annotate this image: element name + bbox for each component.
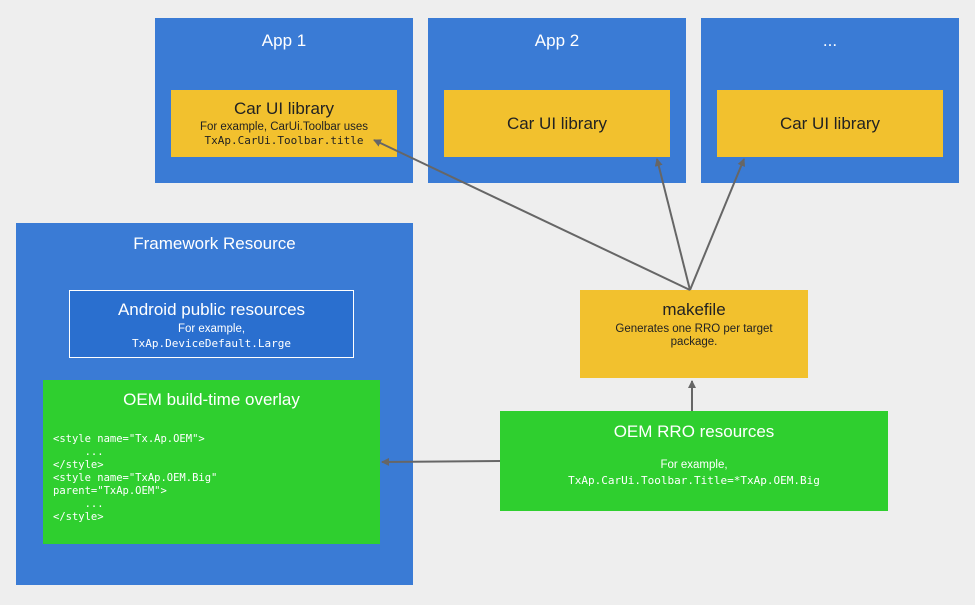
code-line: </style> [53, 511, 104, 523]
car-ui-library-label: Car UI library [233, 99, 335, 118]
makefile-title: makefile [662, 300, 726, 319]
app-1-title: App 1 [261, 31, 307, 50]
car-ui-library-label: Car UI library [779, 114, 881, 133]
code-line: ... [53, 446, 104, 458]
car-ui-example-text: For example, CarUi.Toolbar uses [199, 121, 369, 133]
oem-rro-resources-box: OEM RRO resources For example, TxAp.CarU… [500, 411, 888, 511]
oem-overlay-code: <style name="Tx.Ap.OEM"> ... </style> <s… [53, 433, 217, 524]
android-public-resources-title: Android public resources [117, 300, 306, 319]
app-more-box: ... Car UI library [701, 18, 959, 183]
code-line: ... [53, 498, 104, 510]
makefile-description-line-2: package. [670, 336, 718, 348]
app-1-box: App 1 Car UI library For example, CarUi.… [155, 18, 413, 183]
oem-build-time-overlay-box: OEM build-time overlay <style name="Tx.A… [43, 380, 380, 544]
car-ui-library-app-more: Car UI library [717, 90, 943, 157]
makefile-description-line-1: Generates one RRO per target [615, 323, 773, 335]
oem-build-time-overlay-title: OEM build-time overlay [123, 390, 300, 409]
car-ui-library-app-1: Car UI library For example, CarUi.Toolba… [171, 90, 397, 157]
oem-rro-resources-title: OEM RRO resources [613, 422, 775, 441]
car-ui-library-app-2: Car UI library [444, 90, 670, 157]
code-line: <style name="TxAp.OEM.Big" [53, 472, 218, 484]
code-line: <style name="Tx.Ap.OEM"> [53, 433, 205, 445]
car-ui-library-label: Car UI library [506, 114, 608, 133]
app-more-title: ... [822, 31, 838, 50]
car-ui-example-code: TxAp.CarUi.Toolbar.title [204, 134, 364, 147]
oem-rro-example-code: TxAp.CarUi.Toolbar.Title=*TxAp.OEM.Big [568, 474, 820, 487]
android-public-resources-box: Android public resources For example, Tx… [69, 290, 354, 358]
android-public-example-code: TxAp.DeviceDefault.Large [132, 337, 291, 350]
oem-rro-example-text: For example, [660, 459, 728, 471]
android-public-example-text: For example, [177, 323, 246, 335]
code-line: parent="TxAp.OEM"> [53, 485, 167, 497]
makefile-box: makefile Generates one RRO per target pa… [580, 290, 808, 378]
framework-resource-box: Framework Resource Android public resour… [16, 223, 413, 585]
framework-resource-title: Framework Resource [133, 234, 296, 253]
app-2-box: App 2 Car UI library [428, 18, 686, 183]
code-line: </style> [53, 459, 104, 471]
app-2-title: App 2 [534, 31, 580, 50]
